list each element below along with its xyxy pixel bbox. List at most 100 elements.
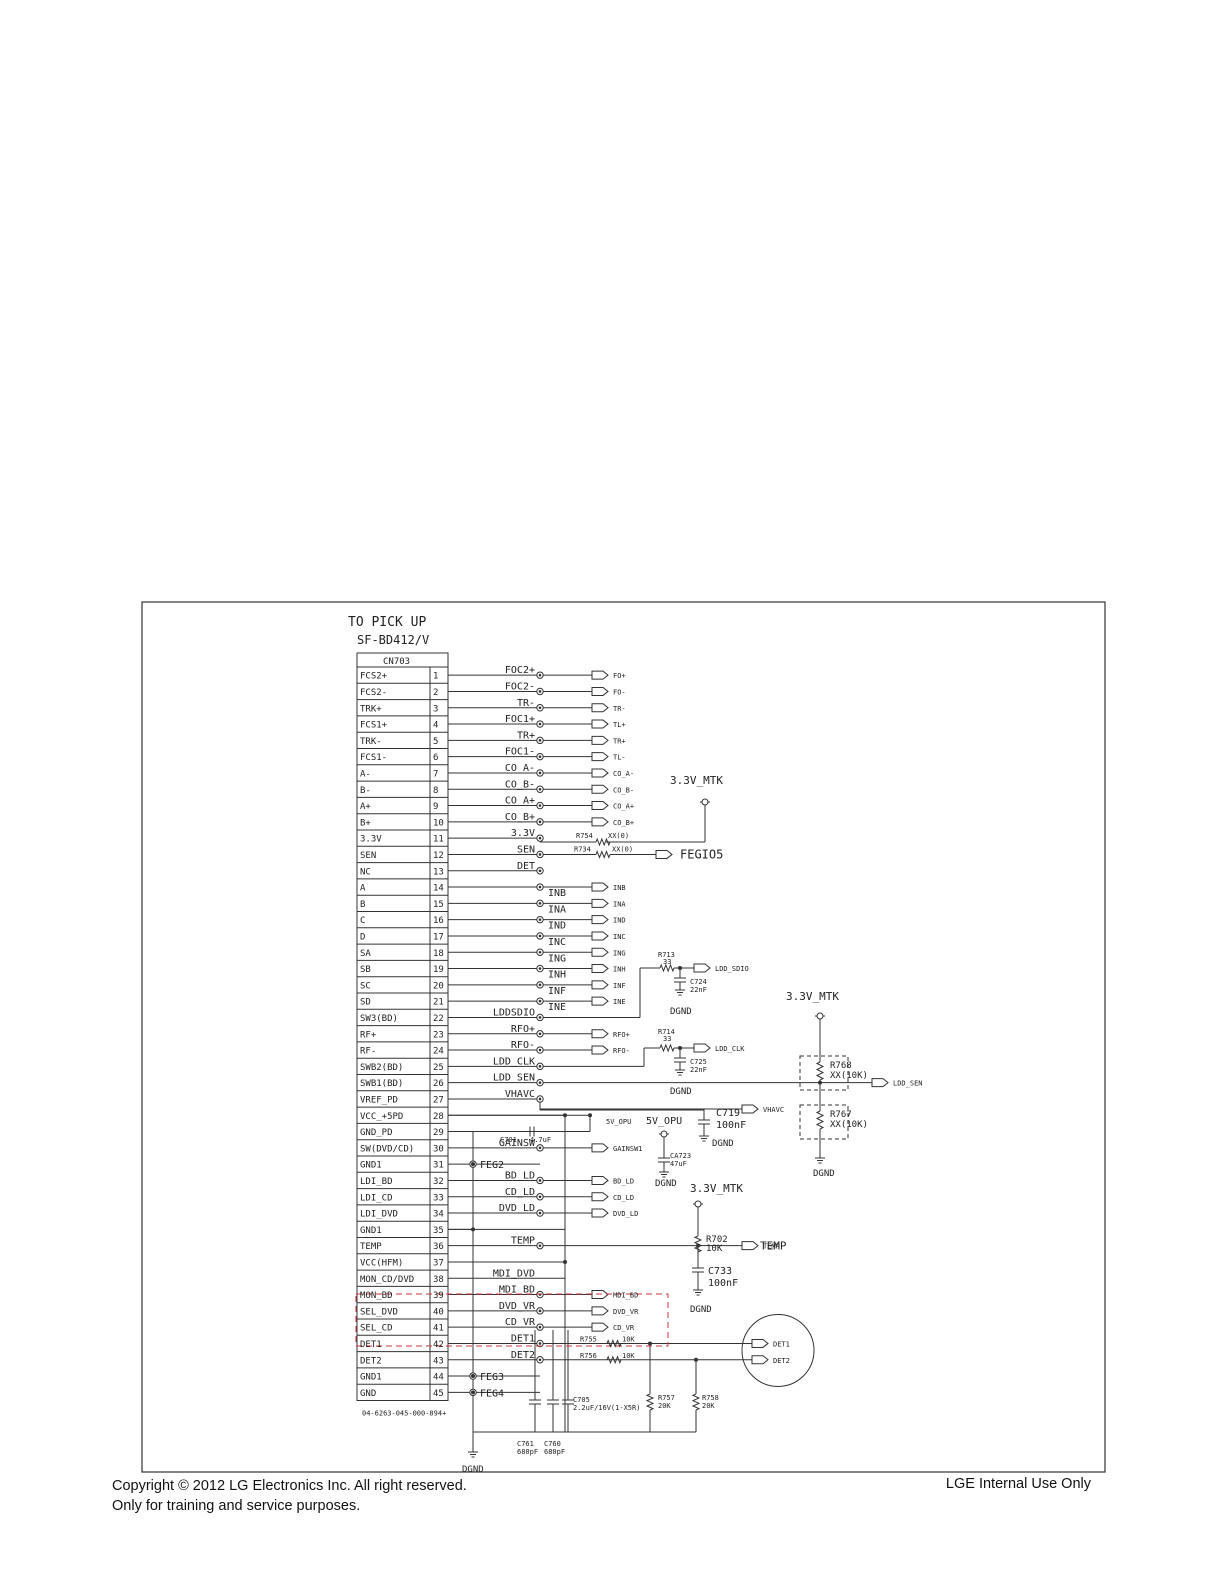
pin-name: A	[360, 884, 366, 894]
pin-number: 33	[433, 1193, 444, 1203]
port-arrow	[591, 1322, 609, 1332]
pin-number: 17	[433, 932, 444, 942]
port-arrow	[591, 996, 609, 1006]
option-box	[799, 1055, 849, 1091]
pin-number: 13	[433, 867, 444, 877]
test-point-center	[538, 1081, 542, 1084]
net-label: BD_LD	[505, 1170, 535, 1181]
port-label: CO_A+	[613, 803, 634, 811]
port-label: TL-	[613, 754, 626, 762]
net-label: SEN	[517, 844, 535, 855]
pin-name: FCS1+	[360, 721, 388, 731]
pin-number: 35	[433, 1226, 444, 1236]
port-arrow	[693, 1043, 711, 1053]
ground-label: DGND	[690, 1305, 712, 1315]
port-arrow	[741, 1241, 759, 1251]
pin-name: RF+	[360, 1030, 377, 1040]
junction-dot	[563, 1113, 567, 1118]
pin-number: 9	[433, 802, 438, 812]
junction-dot	[471, 1390, 475, 1395]
port-label: CD_VR	[613, 1324, 635, 1332]
footer-left: Copyright © 2012 LG Electronics Inc. All…	[112, 1476, 467, 1516]
test-point-center	[538, 1048, 542, 1052]
junction-dot	[678, 966, 682, 970]
port-arrow	[591, 1143, 609, 1153]
port-label: CO_B-	[613, 786, 634, 794]
label: C724	[690, 978, 707, 986]
junction-dot	[471, 1162, 475, 1167]
test-point-center	[538, 1244, 542, 1247]
test-point-center	[538, 771, 542, 775]
resistor	[659, 963, 675, 973]
pin-name: SWB2(BD)	[360, 1063, 403, 1073]
label: C761	[517, 1440, 534, 1448]
heading-line-1: TO PICK UP	[348, 615, 426, 630]
label: 22nF	[690, 986, 707, 994]
pin-number: 43	[433, 1356, 444, 1366]
port-arrow	[591, 703, 609, 713]
label: XX(0)	[608, 832, 629, 840]
net-label: FEG3	[480, 1372, 504, 1383]
pin-name: VREF_PD	[360, 1095, 398, 1105]
port-label: IND	[613, 917, 626, 925]
port-label: INF	[613, 982, 626, 990]
port-arrow	[655, 849, 673, 859]
test-point-center	[538, 722, 542, 726]
port-arrow	[871, 1078, 889, 1088]
purpose-text: Only for training and service purposes.	[112, 1498, 361, 1514]
port-label: TL+	[613, 721, 626, 729]
connector-part-number: 04-6263-045-000-894+	[362, 1410, 446, 1418]
label: 100nF	[716, 1120, 746, 1131]
port-label: LDD_SDIO	[715, 965, 749, 973]
pin-number: 27	[433, 1095, 444, 1105]
port-label: RFO+	[613, 1031, 630, 1039]
pin-number: 3	[433, 704, 438, 714]
port-arrow	[591, 817, 609, 827]
net-label: CO_B+	[505, 812, 535, 823]
pin-name: VCC_+5PD	[360, 1112, 403, 1122]
pin-name: D	[360, 932, 365, 942]
port-label: FO-	[613, 688, 626, 696]
test-point-center	[538, 885, 542, 889]
port-arrow	[591, 735, 609, 745]
label: 2.2uF/16V(1-X5R)	[573, 1404, 640, 1412]
signal-label: TEMP	[760, 1240, 787, 1253]
port-label: CD_LD	[613, 1194, 634, 1202]
port-arrow	[591, 784, 609, 794]
net-label: CO_B-	[505, 779, 535, 790]
port-arrow	[591, 898, 609, 908]
test-point-center	[538, 1195, 542, 1199]
test-point-center	[538, 1065, 542, 1068]
pin-name: DET1	[360, 1340, 382, 1350]
pin-number: 22	[433, 1014, 444, 1024]
test-point-center	[538, 739, 542, 742]
pin-name: FCS2+	[360, 672, 388, 682]
net-label: RFO+	[511, 1024, 535, 1035]
port-arrow	[591, 686, 609, 696]
resistor	[815, 1061, 825, 1081]
net-label: LDD_SEN	[493, 1073, 535, 1084]
label: 33	[663, 1035, 671, 1043]
net-label: FOC1+	[505, 714, 535, 725]
pin-name: MON_CD/DVD	[360, 1275, 414, 1285]
net-label: INH	[548, 970, 566, 981]
port-label: DVD_LD	[613, 1210, 638, 1218]
rail-label: 3.3V_MTK	[670, 774, 723, 787]
pin-name: B+	[360, 818, 371, 828]
pin-name: GND	[360, 1389, 376, 1399]
pin-number: 20	[433, 981, 444, 991]
rail-label: 3.3V_MTK	[690, 1182, 743, 1195]
rail-label: 3.3V_MTK	[786, 990, 839, 1003]
ground-label: DGND	[670, 1087, 692, 1097]
resistor	[691, 1393, 701, 1411]
pin-name: TEMP	[360, 1242, 382, 1252]
ground-label: DGND	[462, 1465, 484, 1475]
label: R757	[658, 1394, 675, 1402]
pin-name: A+	[360, 802, 371, 812]
label: 20K	[702, 1402, 715, 1410]
label: R754	[576, 832, 593, 840]
label: CA723	[670, 1152, 691, 1160]
rail-label: 5V_OPU	[606, 1118, 631, 1126]
pin-number: 6	[433, 753, 438, 763]
port-arrow	[693, 963, 711, 973]
